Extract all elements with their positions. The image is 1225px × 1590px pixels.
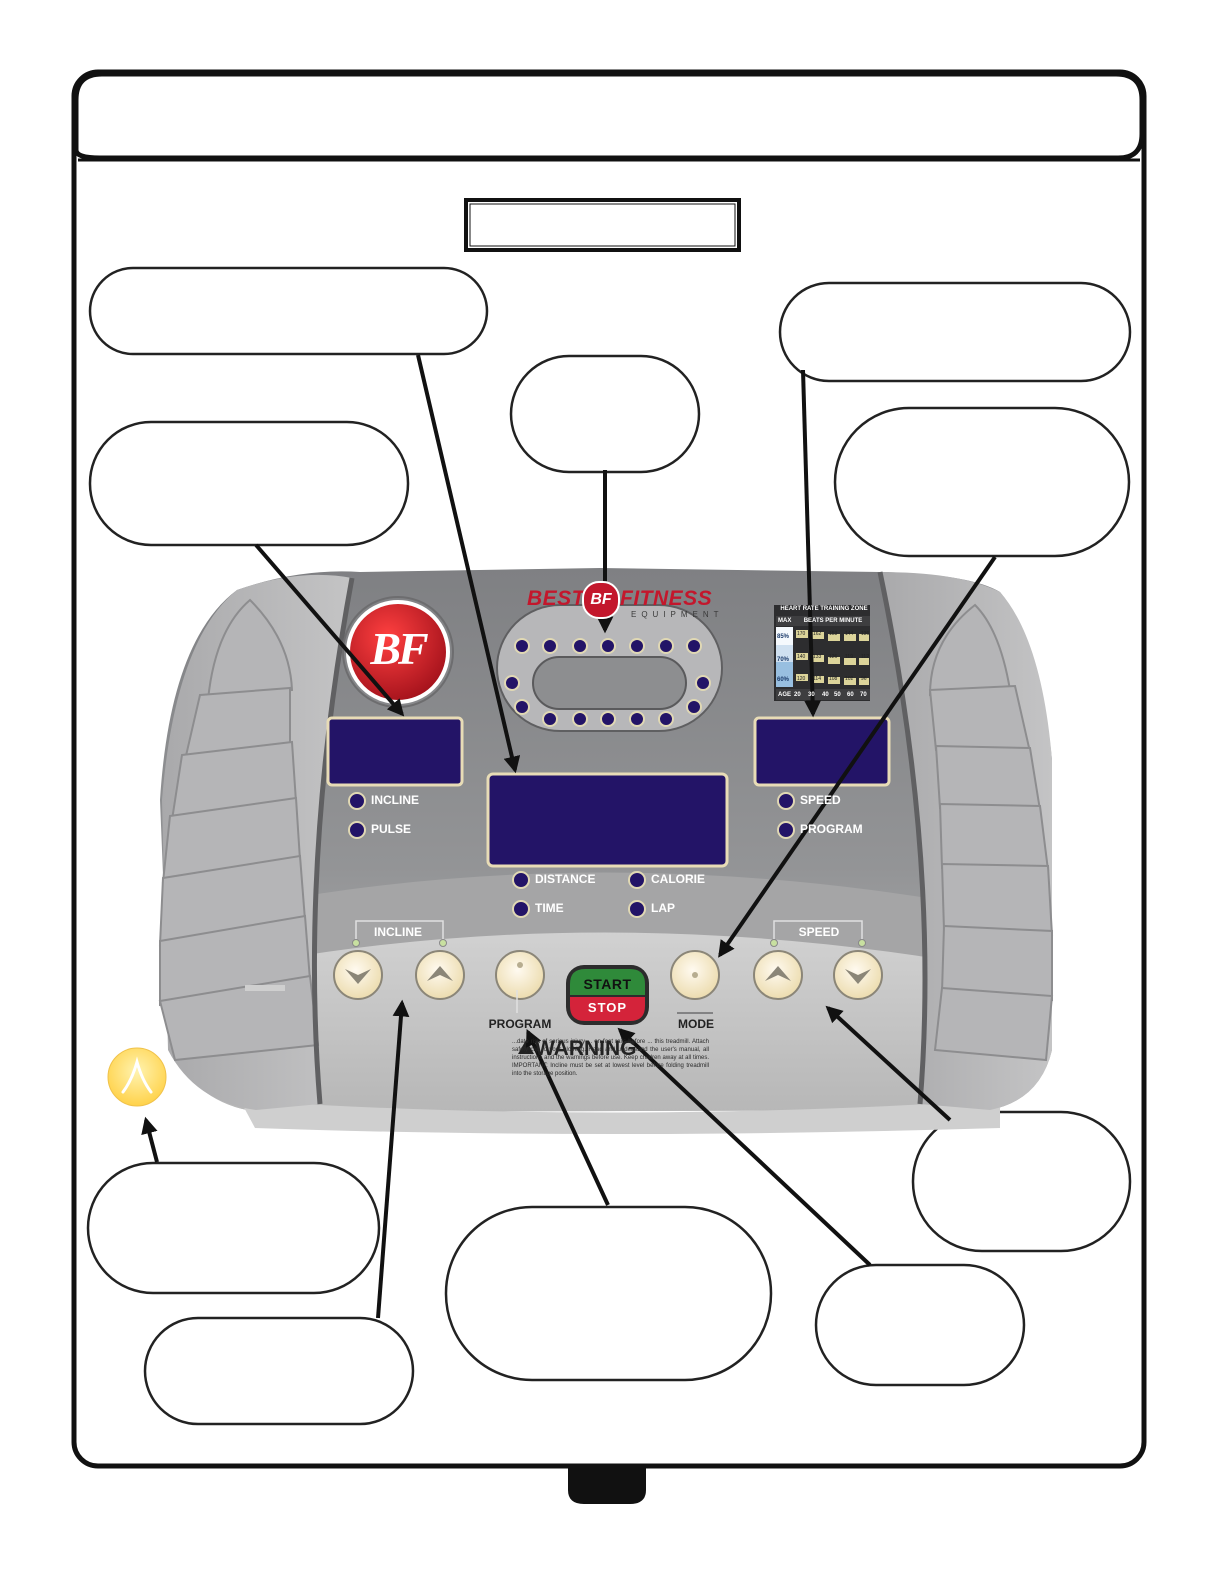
button-arrow-icons bbox=[345, 966, 871, 984]
callout-arrow bbox=[526, 1028, 610, 1206]
right-display bbox=[753, 716, 891, 787]
center-display bbox=[486, 772, 729, 868]
bf-logo-text: BF bbox=[370, 623, 428, 674]
safety-key[interactable] bbox=[107, 1047, 167, 1107]
callout-arrow bbox=[376, 999, 410, 1319]
callout-program-button bbox=[444, 1205, 773, 1382]
chevron-up-icon bbox=[765, 966, 791, 981]
callout-right-display bbox=[778, 281, 1132, 383]
warning-title: WARNING bbox=[535, 1037, 637, 1060]
program-matrix-display bbox=[532, 656, 687, 710]
callout-arrow bbox=[141, 1116, 159, 1163]
title-box bbox=[464, 198, 741, 252]
callout-speed-buttons bbox=[911, 1110, 1132, 1253]
heart-rate-chart bbox=[774, 605, 870, 701]
callout-start-stop bbox=[814, 1263, 1026, 1387]
callout-arrow bbox=[718, 555, 997, 958]
start-stop-button[interactable] bbox=[566, 965, 649, 1025]
callout-arrow bbox=[617, 1027, 872, 1267]
callout-incline-buttons bbox=[143, 1316, 415, 1426]
callout-arrow bbox=[825, 1005, 952, 1122]
left-display bbox=[326, 716, 464, 787]
callout-left-display bbox=[88, 420, 410, 547]
callout-mode-button bbox=[833, 406, 1131, 558]
program-button[interactable] bbox=[495, 950, 545, 1000]
start-label: START bbox=[583, 976, 632, 992]
incline-group-label: INCLINE bbox=[374, 925, 422, 939]
callout-arrow bbox=[254, 543, 405, 717]
callout-program-ring bbox=[509, 354, 701, 474]
callout-center-display bbox=[88, 266, 489, 356]
warning-triangle-icon bbox=[518, 1040, 534, 1054]
header-box bbox=[73, 71, 1145, 161]
speed-group-label: SPEED bbox=[798, 925, 840, 939]
chevron-up-icon bbox=[427, 966, 453, 981]
chevron-down-icon bbox=[345, 969, 371, 984]
chevron-down-icon bbox=[845, 969, 871, 984]
mode-button-label: MODE bbox=[678, 1017, 714, 1031]
treadmill-console bbox=[158, 568, 1054, 1134]
stop-label: STOP bbox=[587, 1000, 628, 1015]
program-button-label: PROGRAM bbox=[488, 1017, 552, 1031]
callout-arrows bbox=[141, 354, 997, 1319]
callout-arrow bbox=[801, 369, 822, 718]
page-number-tab bbox=[568, 1466, 646, 1504]
callout-arrow bbox=[416, 354, 521, 774]
callout-safety-key bbox=[86, 1161, 381, 1295]
